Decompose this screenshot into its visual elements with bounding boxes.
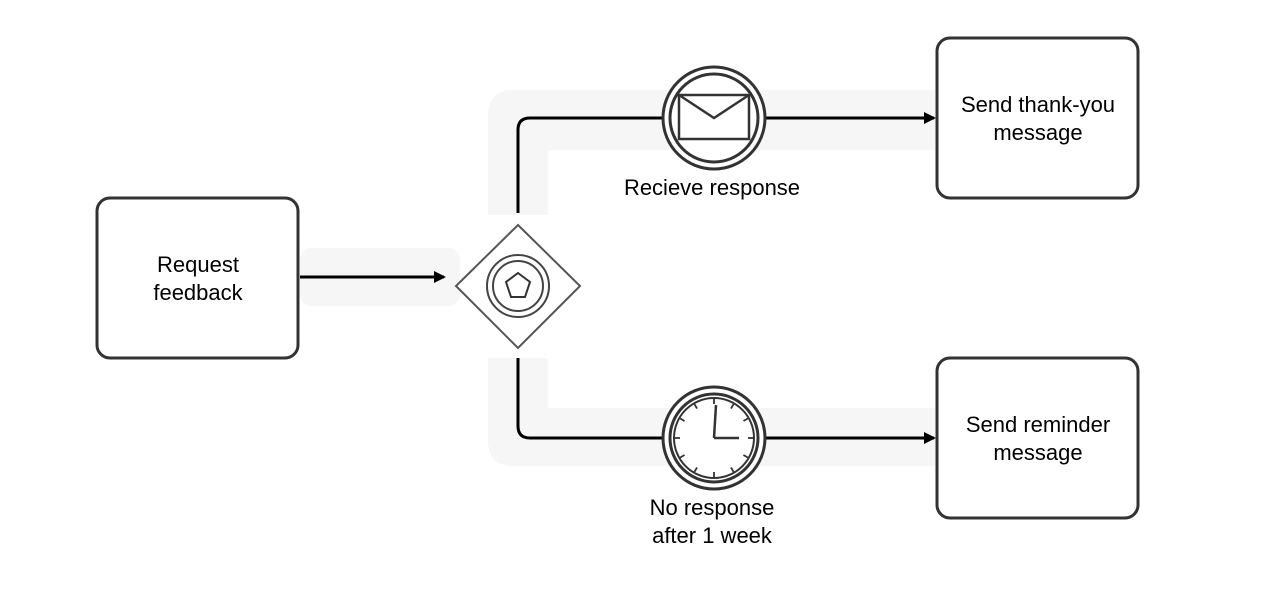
clock-tick xyxy=(679,454,686,459)
envelope-icon xyxy=(677,93,751,141)
clock-tick xyxy=(679,417,686,422)
flow-gateway-to-message-event[interactable] xyxy=(516,116,662,213)
task-request-feedback-label-line1: Request xyxy=(157,252,239,277)
message-event-label: Recieve response xyxy=(624,175,800,200)
event-based-gateway[interactable] xyxy=(454,223,582,350)
task-send-reminder-label-line1: Send reminder xyxy=(966,412,1110,437)
task-send-thank-you-label-line2: message xyxy=(993,120,1082,145)
clock-tick xyxy=(693,403,698,410)
sequence-flows xyxy=(300,112,936,444)
task-request-feedback[interactable]: Request feedback xyxy=(95,196,300,360)
timer-catch-event[interactable] xyxy=(661,385,767,491)
clock-tick xyxy=(730,466,735,473)
timer-event-label-line1: No response xyxy=(650,495,775,520)
clock-tick xyxy=(742,417,749,422)
clock-tick xyxy=(742,454,749,459)
task-send-thank-you-label-line1: Send thank-you xyxy=(961,92,1115,117)
flow-gateway-to-timer-event[interactable] xyxy=(516,358,662,440)
timer-event-label-line2: after 1 week xyxy=(652,523,773,548)
task-request-feedback-label-line2: feedback xyxy=(153,280,243,305)
task-send-reminder-label-line2: message xyxy=(993,440,1082,465)
clock-tick xyxy=(730,403,735,410)
clock-icon xyxy=(673,397,755,479)
task-send-thank-you[interactable]: Send thank-you message xyxy=(935,36,1140,200)
task-send-reminder[interactable]: Send reminder message xyxy=(935,356,1140,520)
clock-tick xyxy=(693,466,698,473)
message-catch-event[interactable] xyxy=(661,65,767,171)
pentagon-icon xyxy=(486,254,550,318)
